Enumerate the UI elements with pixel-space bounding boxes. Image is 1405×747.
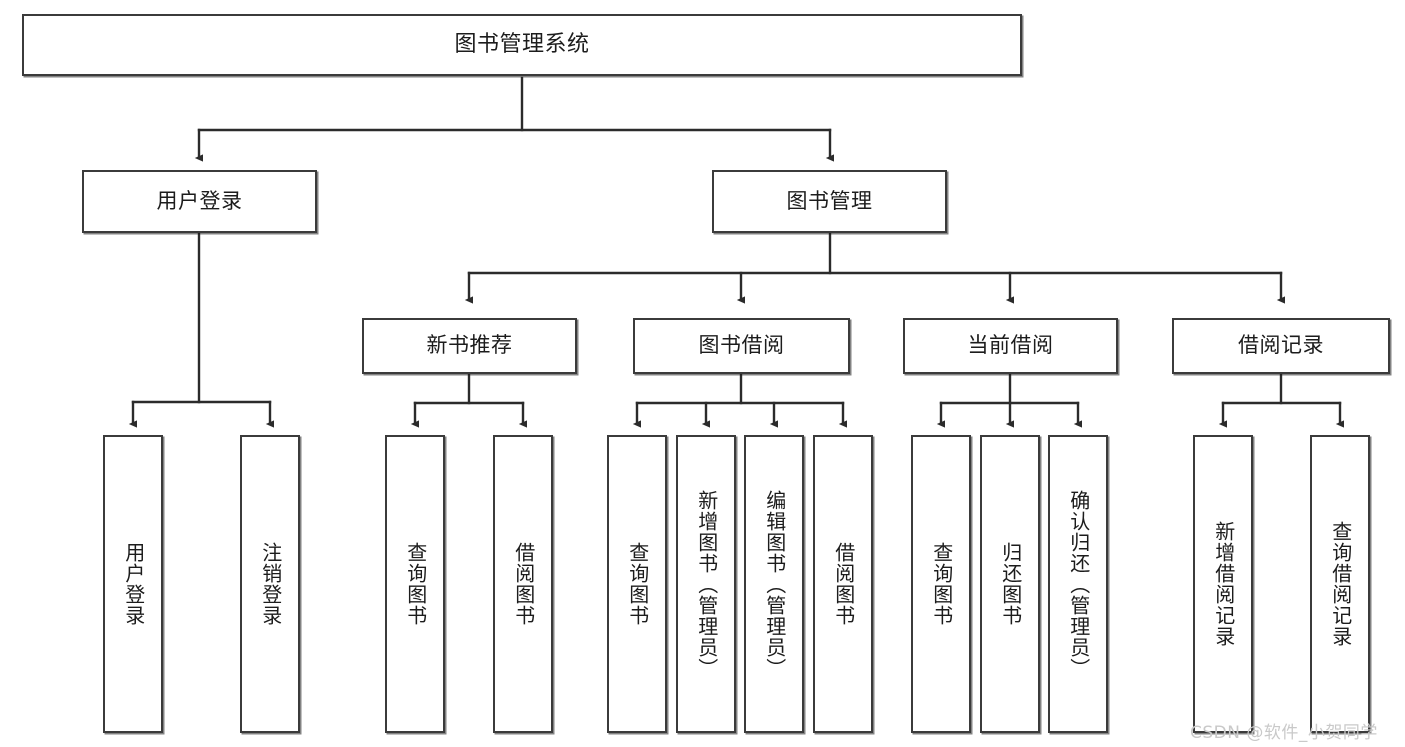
node-label: 新增图书（管理员） — [694, 489, 719, 679]
node-label: 图书管理 — [786, 188, 873, 213]
leaf-confirm-return-admin[interactable]: 确认归还（管理员） — [1048, 435, 1108, 733]
leaf-logout[interactable]: 注销登录 — [240, 435, 300, 733]
leaf-return-book[interactable]: 归还图书 — [980, 435, 1040, 733]
node-root-book-management-system[interactable]: 图书管理系统 — [22, 14, 1022, 76]
csdn-watermark: CSDN @软件_小贺同学 — [1190, 723, 1378, 743]
node-label: 查询借阅记录 — [1328, 521, 1353, 647]
node-label: 图书管理系统 — [454, 31, 590, 57]
node-label: 查询图书 — [929, 542, 954, 626]
node-label: 借阅图书 — [831, 542, 856, 626]
node-label: 查询图书 — [625, 542, 650, 626]
node-label: 新书推荐 — [426, 333, 513, 358]
leaf-add-book-admin[interactable]: 新增图书（管理员） — [676, 435, 736, 733]
node-current-borrow[interactable]: 当前借阅 — [903, 318, 1118, 374]
node-label: 编辑图书（管理员） — [762, 489, 787, 679]
leaf-query-book-current[interactable]: 查询图书 — [911, 435, 971, 733]
node-label: 新增借阅记录 — [1211, 521, 1236, 647]
leaf-user-login[interactable]: 用户登录 — [103, 435, 163, 733]
leaf-query-borrow-record[interactable]: 查询借阅记录 — [1310, 435, 1370, 733]
node-label: 当前借阅 — [967, 333, 1054, 358]
node-label: 用户登录 — [121, 542, 146, 626]
leaf-borrow-book[interactable]: 借阅图书 — [813, 435, 873, 733]
node-label: 注销登录 — [258, 542, 283, 626]
node-label: 归还图书 — [998, 542, 1023, 626]
leaf-edit-book-admin[interactable]: 编辑图书（管理员） — [744, 435, 804, 733]
node-label: 借阅记录 — [1238, 333, 1324, 358]
node-book-manage[interactable]: 图书管理 — [712, 170, 947, 233]
node-label: 确认归还（管理员） — [1066, 489, 1091, 679]
node-label: 图书借阅 — [698, 333, 785, 358]
node-user-login[interactable]: 用户登录 — [82, 170, 317, 233]
node-label: 查询图书 — [403, 542, 428, 626]
node-label: 借阅图书 — [511, 542, 536, 626]
node-new-book-recommendation[interactable]: 新书推荐 — [362, 318, 577, 374]
leaf-query-book-borrow[interactable]: 查询图书 — [607, 435, 667, 733]
node-label: 用户登录 — [156, 188, 243, 213]
leaf-borrow-book-new-rec[interactable]: 借阅图书 — [493, 435, 553, 733]
node-borrow-record[interactable]: 借阅记录 — [1172, 318, 1390, 374]
node-book-borrow[interactable]: 图书借阅 — [633, 318, 850, 374]
leaf-query-book-new-rec[interactable]: 查询图书 — [385, 435, 445, 733]
leaf-add-borrow-record[interactable]: 新增借阅记录 — [1193, 435, 1253, 733]
